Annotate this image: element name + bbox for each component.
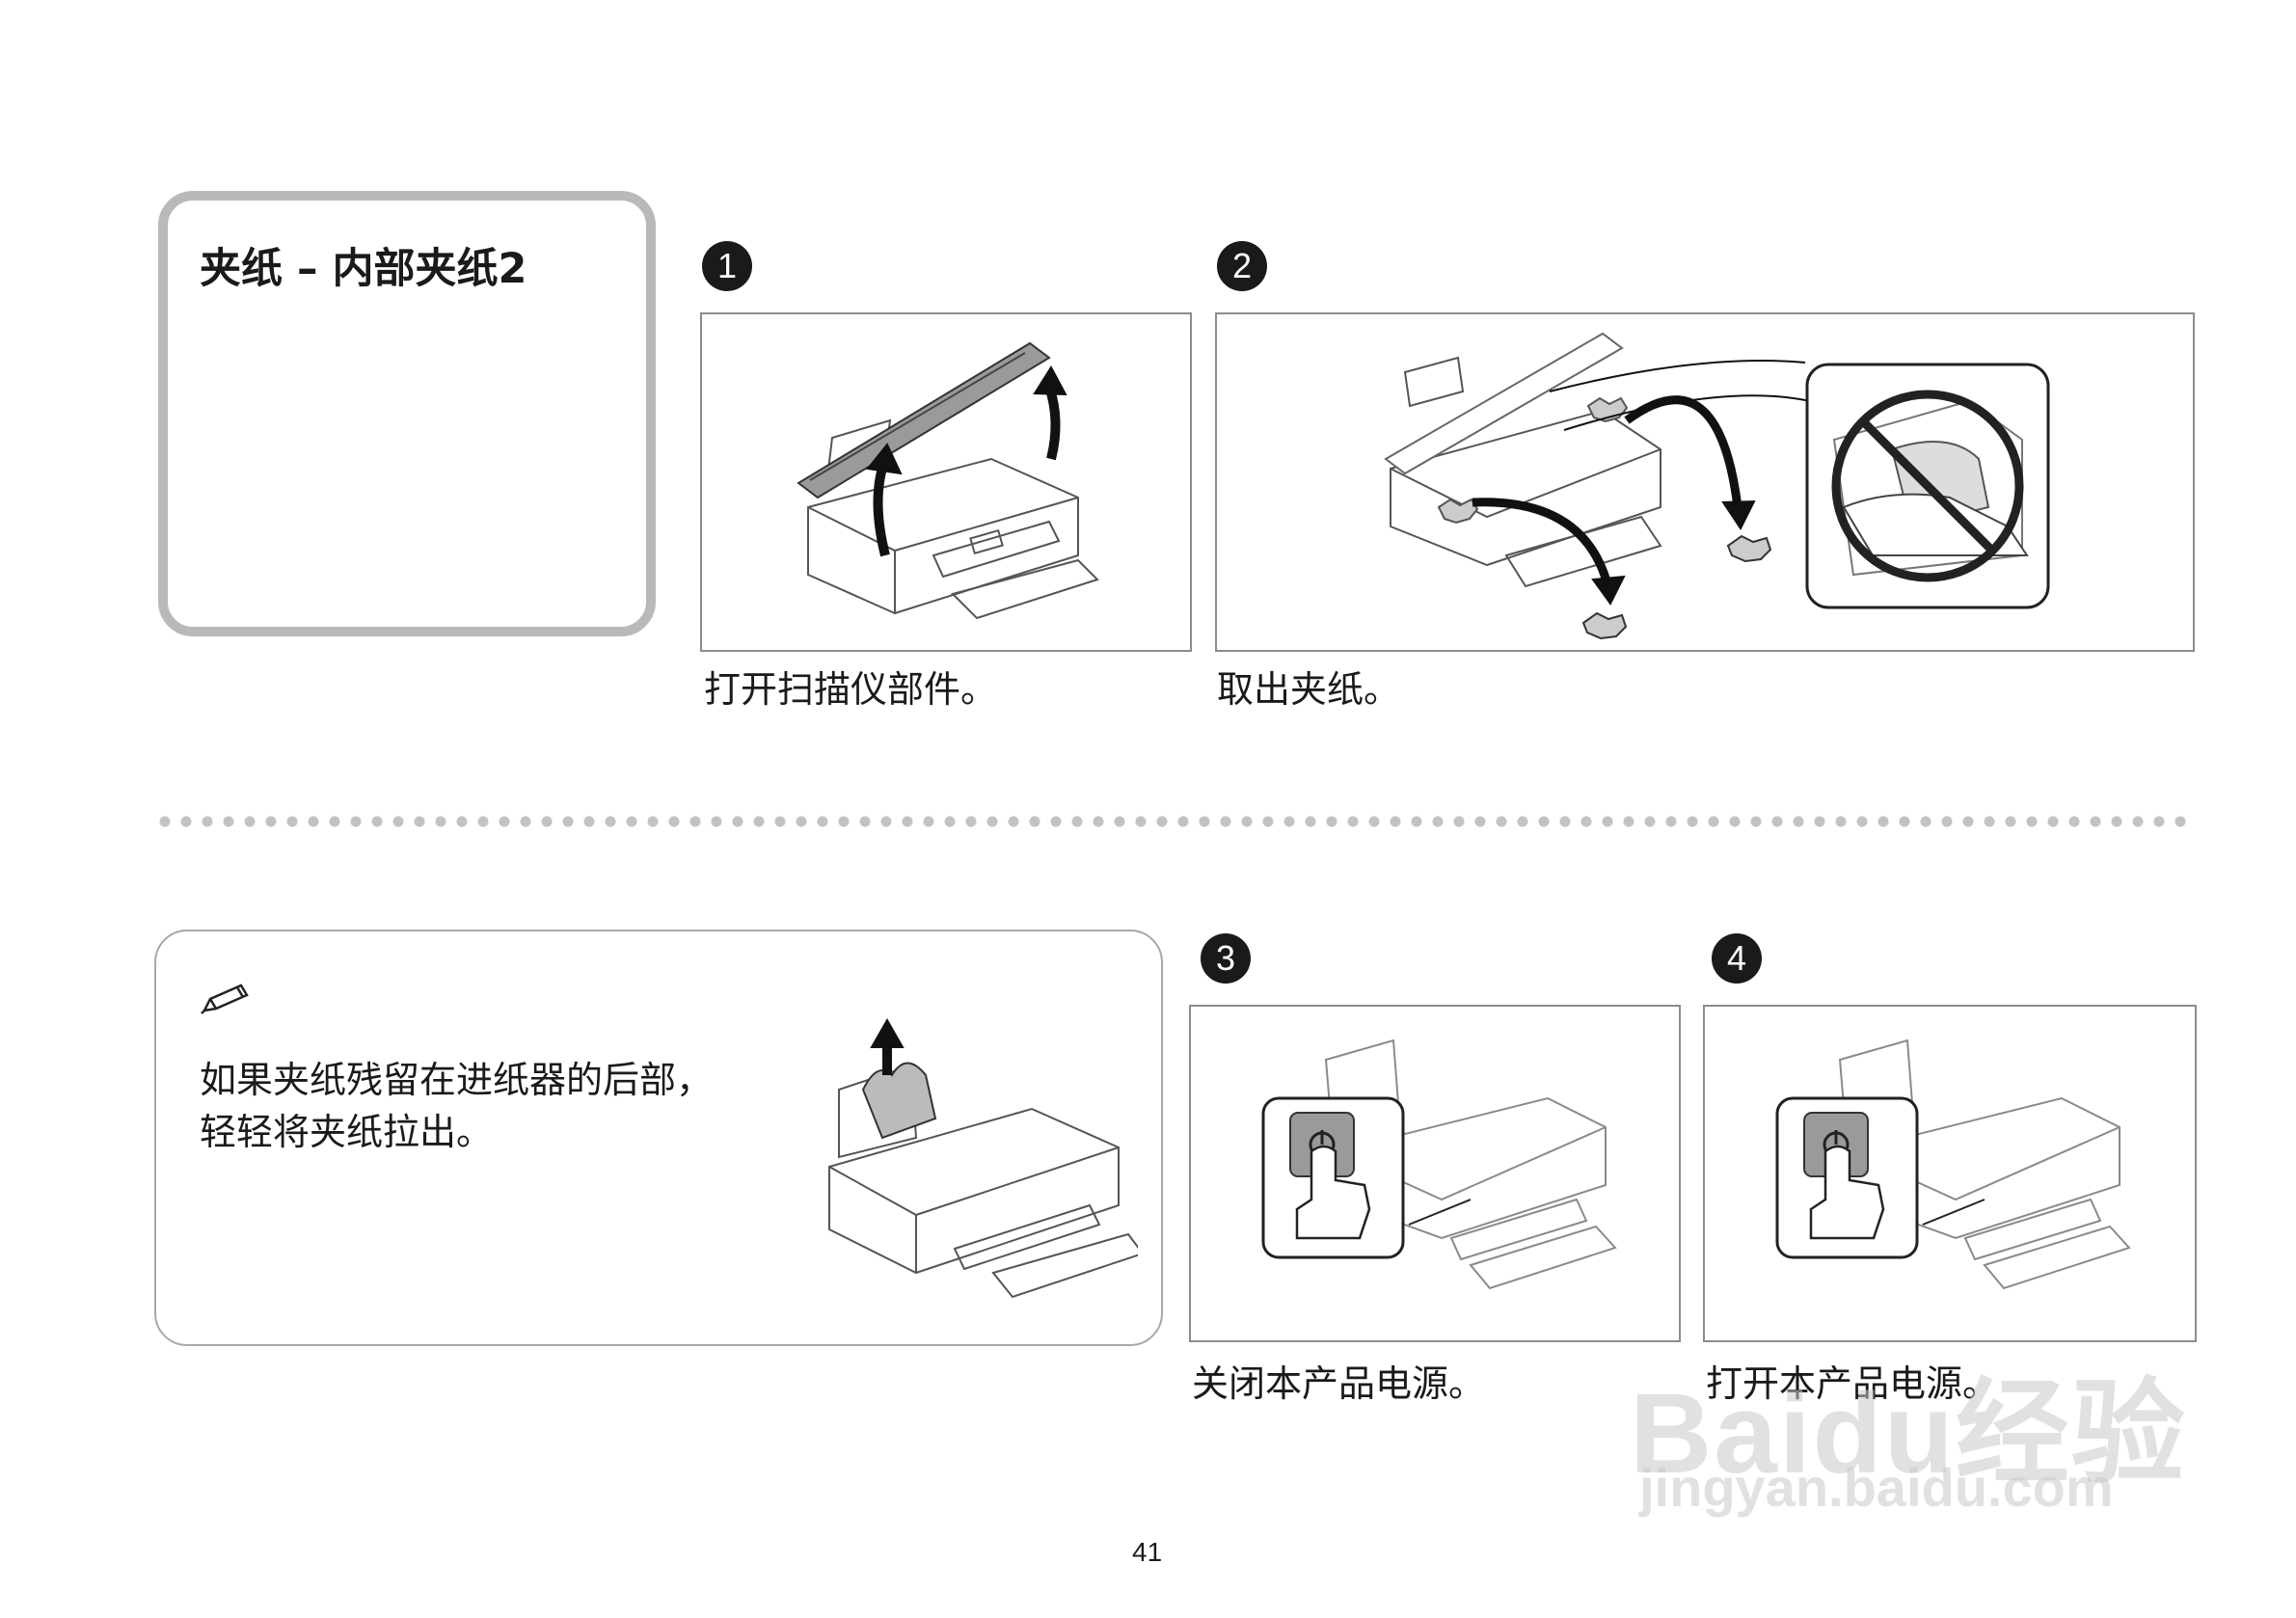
section-divider bbox=[154, 816, 2195, 827]
watermark-url: jingyan.baidu.com bbox=[1639, 1457, 2114, 1518]
step-4-illustration bbox=[1703, 1005, 2197, 1342]
note-box bbox=[154, 930, 1163, 1346]
watermark-brand: Baidu经验 bbox=[1630, 1370, 2187, 1497]
step-1-illustration bbox=[700, 312, 1192, 652]
step-1-badge: 1 bbox=[702, 241, 752, 291]
note-text: 如果夹纸残留在进纸器的后部，轻轻将夹纸拉出。 bbox=[200, 1059, 714, 1153]
step-4-badge: 4 bbox=[1712, 933, 1762, 984]
step-3-illustration bbox=[1189, 1005, 1681, 1342]
step-2-caption: 取出夹纸。 bbox=[1217, 668, 1401, 711]
section-title-box bbox=[158, 191, 656, 636]
step-3-badge: 3 bbox=[1201, 933, 1251, 984]
step-4-caption: 打开本产品电源。 bbox=[1706, 1362, 2000, 1405]
page-title: 夹纸 – 内部夹纸2 bbox=[200, 245, 527, 293]
page-number: 41 bbox=[1132, 1537, 1163, 1567]
step-2-illustration bbox=[1215, 312, 2195, 652]
step-2-badge: 2 bbox=[1217, 241, 1267, 291]
note-illustration bbox=[810, 984, 1145, 1311]
step-3-caption: 关闭本产品电源。 bbox=[1192, 1362, 1486, 1405]
step-1-caption: 打开扫描仪部件。 bbox=[704, 668, 998, 711]
pencil-icon bbox=[199, 982, 253, 1020]
